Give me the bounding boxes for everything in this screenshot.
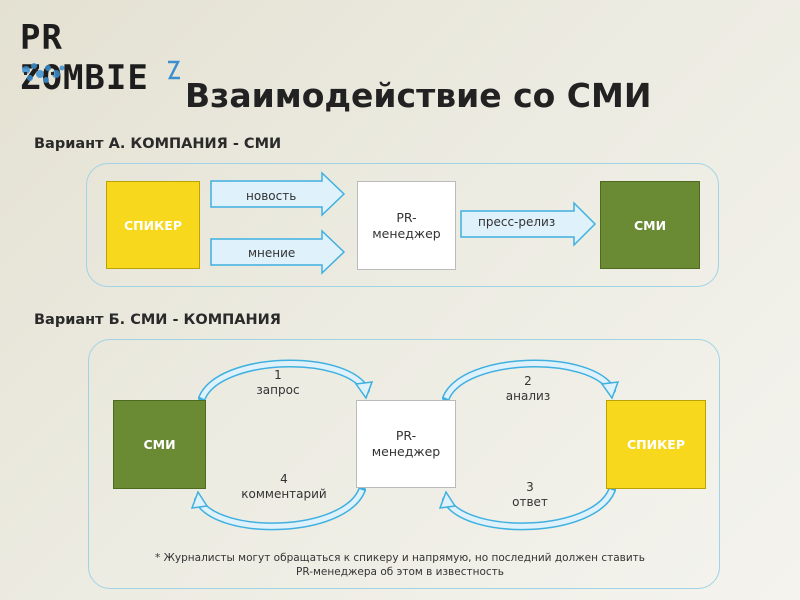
logo-text: PR ZOMBIE [20,18,149,98]
step1-label: 1 запрос [250,368,306,398]
variant-b-heading: Вариант Б. СМИ - КОМПАНИЯ [34,312,281,328]
step1-number: 1 [274,368,282,382]
arrow-news [210,171,346,217]
arrow-opinion [210,229,346,275]
label-press-release: пресс-релиз [478,215,556,229]
variant-b-panel [88,339,720,589]
footnote-line2: PR-менеджера об этом в известность [296,566,504,578]
step3-text: ответ [512,495,548,509]
variant-a-speaker-box: СПИКЕР [106,181,200,269]
manager-line1: PR- [395,428,417,443]
arrow-press-release [460,201,597,247]
logo-zombie-icon [22,60,181,83]
variant-b-media-box: СМИ [113,400,206,489]
step4-label: 4 комментарий [228,472,340,502]
manager-line2: менеджер [372,225,441,241]
variant-a-heading: Вариант А. КОМПАНИЯ - СМИ [34,136,282,152]
step4-number: 4 [280,472,288,486]
label-opinion: мнение [248,246,296,260]
step1-text: запрос [256,383,300,397]
step3-label: 3 ответ [505,480,555,510]
variant-a-panel [86,163,719,287]
step2-text: анализ [505,389,551,403]
manager-line2: менеджер [371,444,441,459]
logo: PR ZOMBIE [18,18,198,98]
variant-a-media-box: СМИ [600,181,700,269]
footnote-line1: * Журналисты могут обращаться к спикеру … [155,552,645,564]
footnote: * Журналисты могут обращаться к спикеру … [100,551,700,579]
manager-line1: PR- [396,209,417,225]
variant-b-speaker-box: СПИКЕР [606,400,706,489]
variant-a-manager-box: PR- менеджер [357,181,456,270]
step2-label: 2 анализ [500,374,556,404]
step2-number: 2 [524,374,532,388]
step3-number: 3 [526,480,534,494]
page-title: Взаимодействие со СМИ [185,76,652,115]
variant-b-manager-box: PR- менеджер [356,400,456,488]
step4-text: комментарий [241,487,327,501]
label-news: новость [246,189,297,203]
